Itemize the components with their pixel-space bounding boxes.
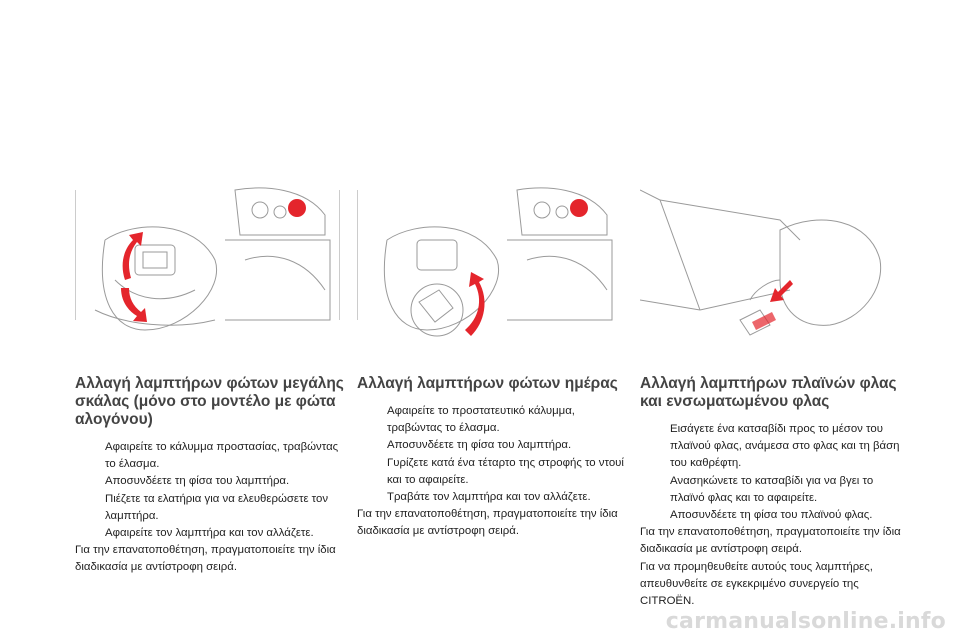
section-daytime-lights: Αλλαγή λαμπτήρων φώτων ημέρας Αφαιρείτε … [357,375,627,541]
note-text: Για την επανατοποθέτηση, πραγματοποιείτε… [640,526,901,556]
note-text: Για την επανατοποθέτηση, πραγματοποιείτε… [357,508,618,538]
red-marker-dot [570,199,588,217]
section-title: Αλλαγή λαμπτήρων φώτων ημέρας [357,375,618,392]
note-text: Για να προμηθευθείτε αυτούς τους λαμπτήρ… [640,560,873,608]
list-item: Αφαιρείτε το κάλυμμα προστασίας, τραβώντ… [105,441,339,471]
rotate-arrow-icon [465,272,485,336]
section-high-beam: Αλλαγή λαμπτήρων φώτων μεγάλης σκάλας (μ… [75,375,345,577]
instruction-list: Αφαιρείτε το κάλυμμα προστασίας, τραβώντ… [75,439,345,542]
list-item: Αφαιρείτε τον λαμπτήρα και τον αλλάζετε. [105,527,314,540]
section-title: Αλλαγή λαμπτήρων πλαϊνών φλας και ενσωμα… [640,375,897,410]
list-item: Αφαιρείτε το προστατευτικό κάλυμμα, τραβ… [387,405,575,435]
illustration-high-beam [75,180,340,352]
watermark: carmanualsonline.info [665,609,946,634]
list-item: Αποσυνδέετε τη φίσα του λαμπτήρα. [105,475,290,488]
list-item: Ανασηκώνετε το κατσαβίδι για να βγει το … [670,474,874,504]
note-text: Για την επανατοποθέτηση, πραγματοποιείτε… [75,544,336,574]
list-item: Πιέζετε τα ελατήρια για να ελευθερώσετε … [105,492,329,522]
insert-arrow-icon [770,280,793,302]
list-item: Αποσυνδέετε τη φίσα του λαμπτήρα. [387,439,572,452]
illustration-daytime-lights [357,180,622,352]
illustration-side-indicator [640,180,905,352]
list-item: Γυρίζετε κατά ένα τέταρτο της στροφής το… [387,456,624,486]
instruction-list: Αφαιρείτε το προστατευτικό κάλυμμα, τραβ… [357,403,627,506]
down-arrow-icon [121,288,147,322]
list-item: Εισάγετε ένα κατσαβίδι προς το μέσον του… [670,423,900,470]
red-marker-dot [288,199,306,217]
section-side-indicator: Αλλαγή λαμπτήρων πλαϊνών φλας και ενσωμα… [640,375,910,610]
list-item: Αποσυνδέετε τη φίσα του πλαϊνού φλας. [670,509,873,522]
instruction-list: Εισάγετε ένα κατσαβίδι προς το μέσον του… [640,421,910,524]
indicator-lens [752,312,776,330]
list-item: Τραβάτε τον λαμπτήρα και τον αλλάζετε. [387,491,591,504]
up-arrow-icon [122,232,143,280]
section-title: Αλλαγή λαμπτήρων φώτων μεγάλης σκάλας (μ… [75,375,344,428]
